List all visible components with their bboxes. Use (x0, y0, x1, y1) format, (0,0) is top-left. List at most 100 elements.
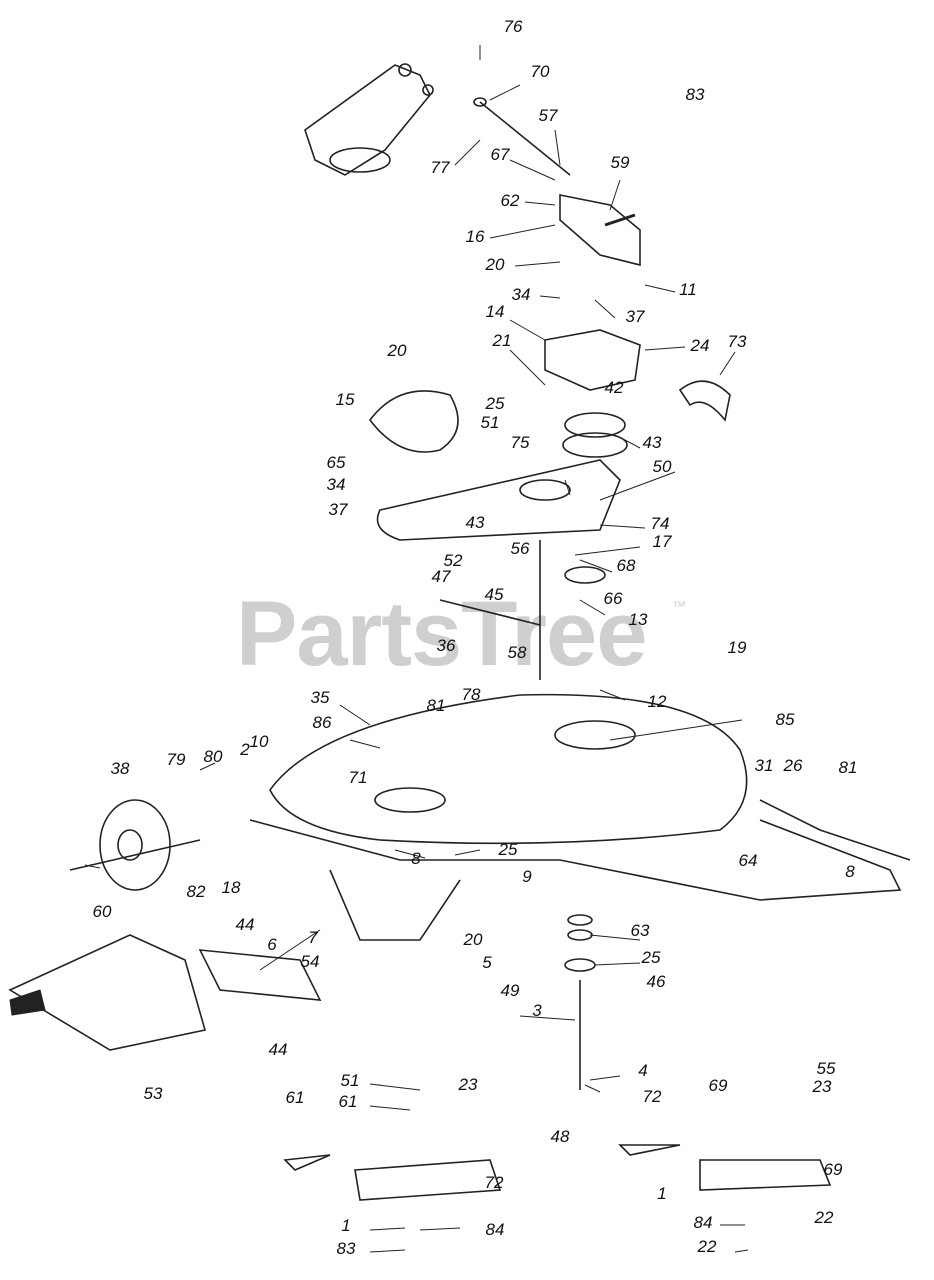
callout-16: 16 (466, 227, 485, 246)
callout-72: 72 (643, 1087, 662, 1106)
callout-42: 42 (605, 378, 624, 397)
callout-4: 4 (638, 1061, 647, 1080)
callout-64: 64 (739, 851, 758, 870)
callout-25: 25 (485, 394, 505, 413)
callout-36: 36 (437, 636, 456, 655)
callout-25: 25 (498, 840, 518, 859)
callout-80: 80 (204, 747, 223, 766)
callout-50: 50 (653, 457, 672, 476)
callout-61: 61 (286, 1088, 305, 1107)
callout-22: 22 (697, 1237, 717, 1256)
callout-2: 2 (239, 740, 250, 759)
callout-26: 26 (783, 756, 803, 775)
leader-line (84, 864, 101, 869)
callout-57: 57 (539, 106, 558, 125)
callout-77: 77 (431, 158, 450, 177)
leader-line (589, 1075, 621, 1081)
leader-line (644, 346, 686, 351)
callout-51: 51 (341, 1071, 360, 1090)
callout-43: 43 (466, 513, 485, 532)
leader-line (589, 934, 641, 941)
callout-70: 70 (531, 62, 550, 81)
callout-73: 73 (728, 332, 747, 351)
callout-51: 51 (481, 413, 500, 432)
callout-86: 86 (313, 713, 332, 732)
leader-line (369, 1083, 421, 1091)
leader-line (539, 295, 561, 299)
callout-12: 12 (648, 692, 667, 711)
leader-line (594, 299, 616, 319)
callout-75: 75 (511, 433, 530, 452)
callout-61: 61 (339, 1092, 358, 1111)
callout-23: 23 (812, 1077, 832, 1096)
deck-drawings (8, 63, 911, 1201)
leader-line (489, 84, 521, 101)
leader-line (624, 439, 641, 449)
leader-line (719, 351, 736, 376)
callout-55: 55 (817, 1059, 836, 1078)
callout-54: 54 (301, 952, 320, 971)
leader-line (644, 284, 676, 293)
callout-leader-lines (84, 45, 749, 1253)
callout-82: 82 (187, 882, 206, 901)
leader-line (609, 179, 621, 211)
leader-line (369, 1249, 406, 1253)
leader-line (599, 524, 646, 529)
partstree-watermark: PartsTree (236, 583, 647, 685)
callout-85: 85 (776, 710, 795, 729)
leader-line (369, 1105, 411, 1111)
callout-45: 45 (485, 585, 504, 604)
callout-18: 18 (222, 878, 241, 897)
callout-10: 10 (250, 732, 269, 751)
callout-74: 74 (651, 514, 670, 533)
callout-25: 25 (641, 948, 661, 967)
callout-20: 20 (387, 341, 407, 360)
callout-78: 78 (462, 685, 481, 704)
leader-line (594, 962, 641, 966)
leader-line (419, 1227, 461, 1231)
callout-1: 1 (657, 1184, 666, 1203)
callout-66: 66 (604, 589, 623, 608)
callout-8: 8 (845, 862, 855, 881)
callout-1: 1 (341, 1216, 350, 1235)
leader-line (579, 599, 606, 616)
leader-line (734, 1249, 749, 1253)
leader-line (584, 1084, 601, 1093)
callout-69: 69 (709, 1076, 728, 1095)
callout-62: 62 (501, 191, 520, 210)
callout-38: 38 (111, 759, 130, 778)
callout-44: 44 (269, 1040, 288, 1059)
callout-23: 23 (458, 1075, 478, 1094)
leader-line (514, 261, 561, 267)
leader-line (394, 849, 426, 859)
callout-67: 67 (491, 145, 510, 164)
leader-line (369, 1227, 406, 1231)
leader-line (509, 159, 556, 181)
callout-17: 17 (653, 532, 672, 551)
callout-6: 6 (267, 935, 277, 954)
callout-81: 81 (839, 758, 858, 777)
callout-84: 84 (486, 1220, 505, 1239)
callout-72: 72 (485, 1173, 504, 1192)
callout-31: 31 (755, 756, 774, 775)
callout-15: 15 (336, 390, 355, 409)
callout-20: 20 (463, 930, 483, 949)
callout-76: 76 (504, 17, 523, 36)
callout-56: 56 (511, 539, 530, 558)
callout-59: 59 (611, 153, 630, 172)
leader-line (454, 139, 481, 166)
leader-line (509, 319, 546, 341)
leader-line (574, 546, 641, 556)
leader-line (454, 849, 481, 856)
callout-44: 44 (236, 915, 255, 934)
leader-line (579, 559, 613, 573)
callout-81: 81 (427, 696, 446, 715)
callout-83: 83 (337, 1239, 356, 1258)
callout-52: 52 (444, 551, 463, 570)
callout-53: 53 (144, 1084, 163, 1103)
callout-13: 13 (629, 610, 648, 629)
callout-58: 58 (508, 643, 527, 662)
callout-34: 34 (327, 475, 346, 494)
callout-60: 60 (93, 902, 112, 921)
